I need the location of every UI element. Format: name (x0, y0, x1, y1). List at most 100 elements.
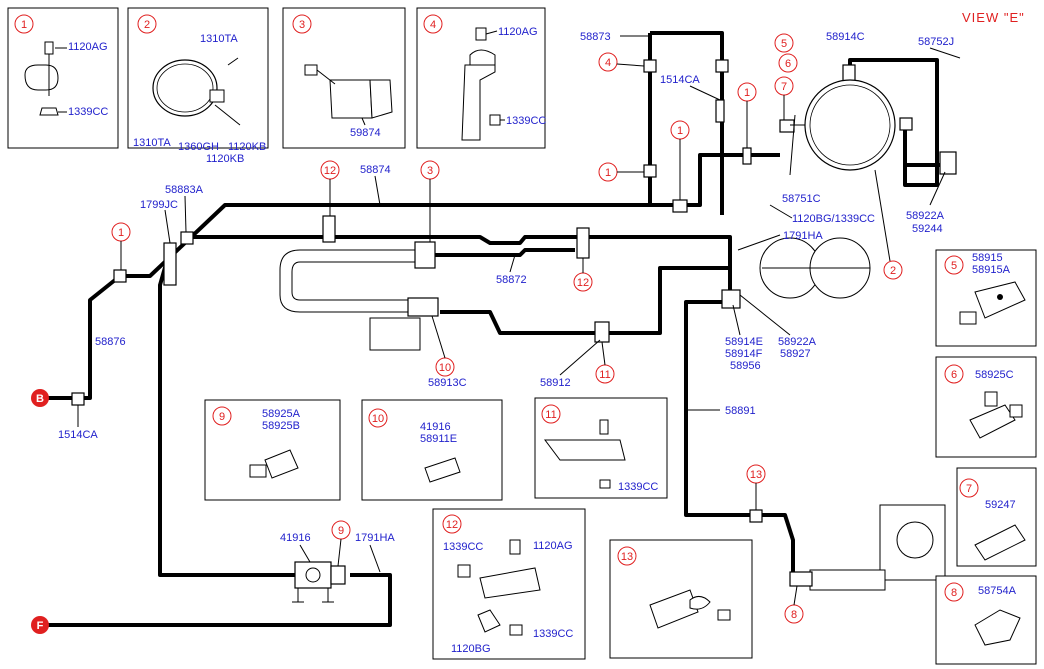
inset-1-nut (39, 107, 59, 116)
inset-12-part-2: 1120AG (533, 540, 573, 552)
inset-3-callout-circle (292, 14, 312, 34)
chamber-fitting (789, 571, 813, 587)
inset-12: 12 1339CC 1120AG 1120BG 1339CC (432, 508, 586, 660)
pipe-58752j (848, 58, 939, 187)
frame-bracket (369, 317, 421, 351)
inset-2-leaders (214, 57, 241, 126)
inset-10-part-1: 41916 (420, 421, 451, 433)
pipe-fittings (71, 59, 957, 523)
leader-58912 (559, 339, 601, 376)
inset-6-top (984, 391, 998, 407)
frame-loop (279, 241, 439, 351)
inset-11-part-1: 1339CC (618, 481, 658, 493)
inset-11: 11 1339CC (534, 397, 668, 499)
leader-c9 (337, 538, 342, 567)
inset-2-part-3: 1360GH (178, 141, 219, 153)
inset-5: 5 58915 58915A (935, 249, 1037, 347)
inset-12-nut-1 (457, 564, 471, 578)
leader-c11 (601, 341, 606, 366)
inset-1-leaders (55, 47, 67, 113)
fitting-9 (330, 565, 346, 585)
clip-1514ca-top (715, 99, 725, 123)
inset-9-tee (264, 449, 299, 479)
valve-feet (292, 588, 334, 603)
inset-6: 6 58925C (935, 356, 1037, 458)
inset-3-bracket-side (369, 79, 393, 119)
inset-2: 2 1310TA 1310TA 1360GH 1120KB 1120KB (127, 7, 269, 165)
inset-6-body (969, 404, 1016, 439)
leader-58752j (929, 47, 961, 59)
inset-2-bracket (209, 89, 225, 103)
inset-4-bracket (461, 64, 496, 141)
leader-58872 (509, 254, 516, 273)
inset-11-bracket (544, 439, 626, 461)
clamp-58883a (180, 231, 194, 245)
inset-5-part-2: 58915A (972, 264, 1011, 276)
label-58751c: 58751C (782, 193, 821, 205)
fitting-right (899, 117, 913, 131)
valve-1 (742, 147, 752, 165)
inset-8: 8 58754A (935, 575, 1037, 665)
callout-8: 8 (791, 609, 797, 621)
inset-12-bolt (509, 539, 521, 555)
label-59244: 59244 (912, 223, 943, 235)
fitting-7 (779, 119, 795, 133)
leader-58922a-mid (739, 294, 791, 336)
label-58914e: 58914E (725, 336, 763, 348)
union-10 (407, 297, 439, 317)
inset-3-bracket (329, 79, 373, 119)
inset-13-bolt (717, 609, 731, 621)
label-58874: 58874 (360, 164, 391, 176)
inset-1-part-2: 1339CC (68, 106, 108, 118)
port-b-label: B (36, 393, 44, 405)
leader-41916 (299, 544, 311, 563)
pipe-f (42, 573, 392, 627)
leader-c8 (793, 585, 798, 606)
inset-9-nipple (249, 464, 267, 478)
label-58883a: 58883A (165, 184, 204, 196)
label-58927: 58927 (780, 348, 811, 360)
inset-13-callout-circle (617, 546, 637, 566)
inset-2-band (152, 59, 218, 117)
label-58956: 58956 (730, 360, 761, 372)
clamp-11 (594, 321, 610, 343)
label-1791ha-top: 1791HA (783, 230, 823, 242)
inset-1-callout-circle (14, 14, 34, 34)
inset-12-callout-circle (442, 514, 462, 534)
inset-1-callout: 1 (21, 19, 27, 31)
callout-12a: 12 (324, 165, 336, 177)
valve-58922a (939, 151, 957, 175)
loop-inner (291, 261, 420, 301)
pipe-58872 (430, 248, 575, 257)
inset-3: 3 59874 (282, 7, 406, 149)
main-callouts: 1 4 1 1 1 5 6 7 2 12 3 12 10 (111, 33, 903, 624)
label-58912: 58912 (540, 377, 571, 389)
leader-c10 (431, 315, 446, 359)
inset-1: 1 1120AG 1339CC (7, 7, 119, 149)
port-f-label: F (37, 620, 44, 632)
port-f-marker (31, 616, 49, 634)
inset-11-callout-circle (541, 404, 561, 424)
callout-2: 2 (890, 265, 896, 277)
clip-1-left (113, 269, 127, 283)
bracket-3 (414, 241, 436, 269)
callout-9: 9 (338, 525, 344, 537)
inset-12-part-3: 1120BG (451, 643, 491, 655)
leader-1120bg (769, 204, 793, 219)
inset-4-leaders (485, 30, 505, 121)
inset-12-callout: 12 (446, 519, 458, 531)
brake-chamber (789, 504, 946, 591)
chamber-body (809, 569, 886, 591)
inset-5-port (997, 294, 1003, 300)
booster-inner (809, 84, 891, 166)
inset-10: 10 41916 58911E (361, 399, 503, 501)
label-58891: 58891 (725, 405, 756, 417)
grommet-1799jc (163, 242, 177, 286)
label-58922a-mid: 58922A (778, 336, 817, 348)
pipe-58876 (42, 274, 122, 400)
view-title: VIEW "E" (962, 10, 1025, 25)
label-58752j: 58752J (918, 36, 954, 48)
clip-13 (749, 509, 763, 523)
inset-2-part-5: 1120KB (206, 153, 244, 165)
label-58914c: 58914C (826, 31, 865, 43)
